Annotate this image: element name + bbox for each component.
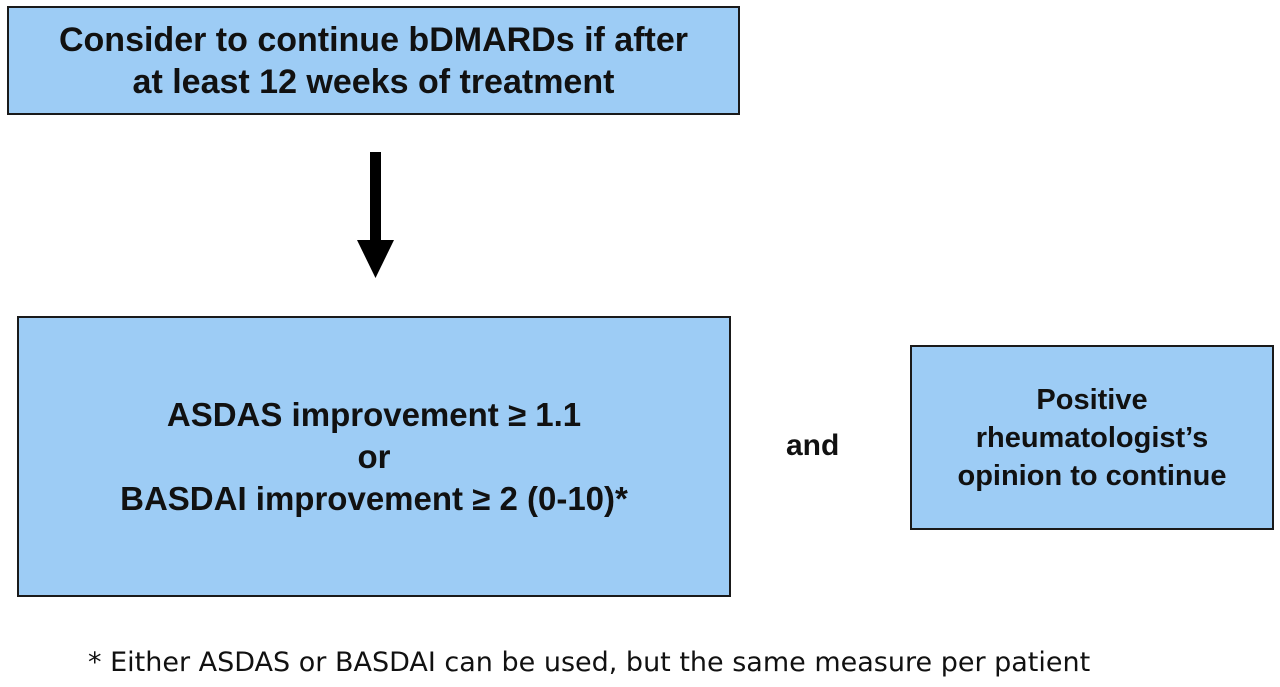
down-arrow-icon [357, 152, 394, 278]
footnote: * Either ASDAS or BASDAI can be used, bu… [88, 647, 1091, 678]
asdas-criterion: ASDAS improvement ≥ 1.1 [166, 395, 582, 433]
or-connector: or [357, 437, 391, 475]
top-box-line-1: Consider to continue bDMARDs if after [58, 20, 689, 59]
opinion-line-1: Positive [1036, 383, 1148, 416]
opinion-line-3: opinion to continue [957, 459, 1227, 492]
opinion-line-2: rheumatologist’s [975, 421, 1209, 454]
top-box-line-2: at least 12 weeks of treatment [132, 62, 615, 101]
basdai-criterion: BASDAI improvement ≥ 2 (0-10)* [120, 479, 628, 517]
criteria-box: ASDAS improvement ≥ 1.1 or BASDAI improv… [17, 316, 731, 597]
rheumatologist-opinion-box: Positive rheumatologist’s opinion to con… [910, 345, 1274, 530]
top-condition-box: Consider to continue bDMARDs if after at… [7, 6, 740, 115]
and-connector-label: and [786, 429, 840, 462]
